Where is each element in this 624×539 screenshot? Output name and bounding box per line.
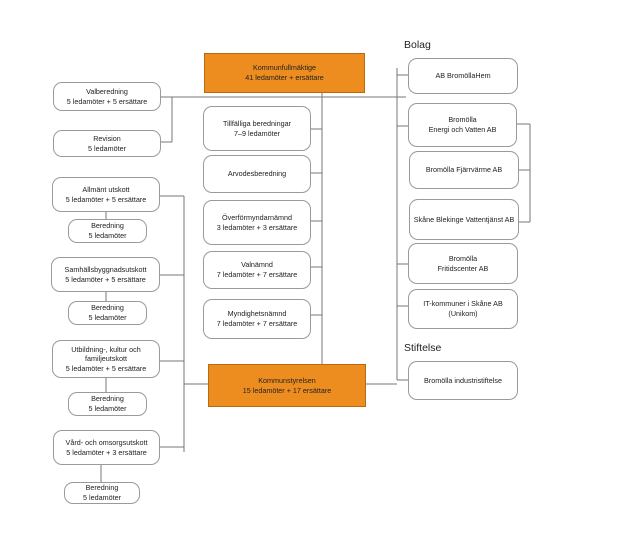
bolag-fritidscenter-box[interactable]: Bromölla Fritidscenter AB	[408, 243, 518, 284]
bolag-fjarrvarme-box[interactable]: Bromölla Fjärrvärme AB	[409, 151, 519, 189]
overformyndarnamnd-box[interactable]: Överförmyndarnämnd 3 ledamöter + 3 ersät…	[203, 200, 311, 245]
committee-title: Myndighetsnämnd	[227, 309, 287, 319]
bolag-unikom-box[interactable]: IT-kommuner i Skåne AB (Unikom)	[408, 289, 518, 329]
valnamnd-box[interactable]: Valnämnd 7 ledamöter + 7 ersättare	[203, 251, 311, 289]
committee-title: Arvodesberedning	[227, 169, 287, 179]
samhall-beredning-box[interactable]: Beredning 5 ledamöter	[68, 301, 147, 325]
utskott-title: Vård- och omsorgsutskott	[65, 437, 148, 447]
bolag-name: Bromölla Fjärrvärme AB	[425, 165, 503, 175]
arvodesberedning-box[interactable]: Arvodesberedning	[203, 155, 311, 193]
beredning-sub: 5 ledamöter	[88, 404, 127, 413]
bolag-vattentjanst-box[interactable]: Skåne Blekinge Vattentjänst AB	[409, 199, 519, 240]
utskott-title: Samhällsbyggnadsutskott	[64, 264, 147, 274]
committee-title: Tillfälliga beredningar	[222, 118, 292, 128]
samhallsbyggnadsutskott-box[interactable]: Samhällsbyggnadsutskott 5 ledamöter + 5 …	[51, 257, 160, 292]
revision-sub: 5 ledamöter	[88, 143, 126, 153]
committee-sub: 3 ledamöter + 3 ersättare	[216, 222, 298, 232]
beredning-title: Beredning	[91, 394, 124, 404]
bolag-heading: Bolag	[404, 39, 431, 51]
bolag-name-line2: Energi och Vatten AB	[428, 125, 497, 134]
committee-sub: 7 ledamöter + 7 ersättare	[216, 319, 298, 328]
committee-title: Valnämnd	[241, 260, 273, 270]
bolag-name-line1: Bromölla	[448, 115, 477, 125]
revision-title: Revision	[93, 133, 121, 143]
valberedning-title: Valberedning	[86, 86, 128, 96]
utskott-title-line2: familjeutskott	[85, 354, 127, 364]
bolag-name-line2: (Unikom)	[448, 309, 478, 318]
utskott-sub: 5 ledamöter + 5 ersättare	[65, 363, 147, 373]
allmant-utskott-box[interactable]: Allmänt utskott 5 ledamöter + 5 ersättar…	[52, 177, 160, 212]
bolag-energi-vatten-box[interactable]: Bromölla Energi och Vatten AB	[408, 103, 517, 147]
committee-sub: 7–9 ledamöter	[234, 128, 280, 138]
bolag-name-line1: IT-kommuner i Skåne AB	[423, 299, 503, 309]
beredning-title: Beredning	[91, 221, 124, 231]
vard-beredning-box[interactable]: Beredning 5 ledamöter	[64, 482, 140, 504]
valberedning-box[interactable]: Valberedning 5 ledamöter + 5 ersättare	[53, 82, 161, 111]
beredning-title: Beredning	[91, 303, 124, 313]
utskott-title-line1: Utbildning-, kultur och	[71, 344, 141, 354]
kommunstyrelsen-sub: 15 ledamöter + 17 ersättare	[242, 385, 332, 395]
stiftelse-industristiftelse-box[interactable]: Bromölla industristiftelse	[408, 361, 518, 400]
beredning-title: Beredning	[85, 483, 119, 493]
utbildningsutskott-box[interactable]: Utbildning-, kultur och familjeutskott 5…	[52, 340, 160, 378]
stiftelse-heading: Stiftelse	[404, 342, 442, 354]
tillfalliga-beredningar-box[interactable]: Tillfälliga beredningar 7–9 ledamöter	[203, 106, 311, 151]
utskott-sub: 5 ledamöter + 5 ersättare	[65, 194, 147, 204]
utbildning-beredning-box[interactable]: Beredning 5 ledamöter	[68, 392, 147, 416]
bolag-name: Skåne Blekinge Vattentjänst AB	[413, 214, 515, 224]
committee-sub: 7 ledamöter + 7 ersättare	[216, 270, 298, 279]
valberedning-sub: 5 ledamöter + 5 ersättare	[66, 96, 148, 106]
bolag-name-line1: Bromölla	[448, 253, 478, 263]
kommunfullmaktige-title: Kommunfullmäktige	[252, 63, 317, 73]
allmant-beredning-box[interactable]: Beredning 5 ledamöter	[68, 219, 147, 243]
utskott-sub: 5 ledamöter + 3 ersättare	[66, 447, 147, 457]
utskott-sub: 5 ledamöter + 5 ersättare	[65, 274, 146, 284]
kommunstyrelsen-title: Kommunstyrelsen	[258, 375, 316, 385]
vard-omsorgsutskott-box[interactable]: Vård- och omsorgsutskott 5 ledamöter + 3…	[53, 430, 160, 465]
revision-box[interactable]: Revision 5 ledamöter	[53, 130, 161, 157]
bolag-name-line2: Fritidscenter AB	[437, 263, 489, 273]
utskott-title: Allmänt utskott	[82, 184, 130, 194]
beredning-sub: 5 ledamöter	[88, 313, 127, 322]
bolag-bromollahem-box[interactable]: AB BromöllaHem	[408, 58, 518, 94]
committee-title: Överförmyndarnämnd	[222, 212, 292, 222]
beredning-sub: 5 ledamöter	[88, 231, 127, 240]
kommunstyrelsen-box[interactable]: Kommunstyrelsen 15 ledamöter + 17 ersätt…	[208, 364, 366, 407]
beredning-sub: 5 ledamöter	[83, 493, 121, 502]
stiftelse-name: Bromölla industristiftelse	[424, 375, 502, 385]
kommunfullmaktige-sub: 41 ledamöter + ersättare	[245, 73, 324, 82]
bolag-name: AB BromöllaHem	[435, 71, 491, 81]
kommunfullmaktige-box[interactable]: Kommunfullmäktige 41 ledamöter + ersätta…	[204, 53, 365, 93]
myndighetsnamnd-box[interactable]: Myndighetsnämnd 7 ledamöter + 7 ersättar…	[203, 299, 311, 339]
